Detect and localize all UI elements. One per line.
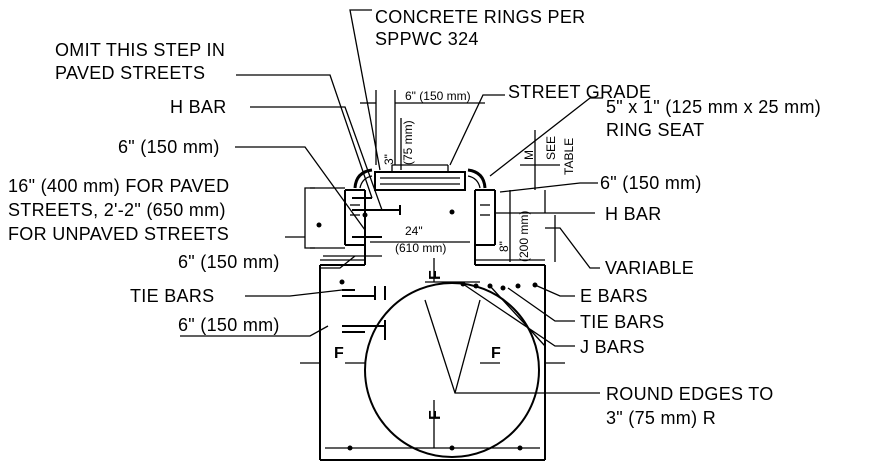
dim-8in: 8"	[497, 241, 511, 252]
round-edges-dim: 3" (75 mm) R	[606, 408, 716, 428]
street-grade-label: STREET GRADE	[508, 82, 651, 102]
f-right-label: F	[491, 345, 501, 362]
leader-lines	[180, 9, 603, 448]
dim-m: M	[522, 150, 536, 160]
dim-6in-top: 6" (150 mm)	[405, 89, 471, 103]
variable-label: VARIABLE	[605, 258, 694, 278]
j-bars-label: J BARS	[580, 337, 645, 357]
dim-610mm: (610 mm)	[395, 241, 446, 255]
ring-seat-dim: 5" x 1" (125 mm x 25 mm)	[606, 97, 821, 117]
concrete-rings-label: CONCRETE RINGS PER	[375, 7, 585, 27]
dim-6in-left: 6" (150 mm)	[118, 137, 220, 157]
omit-step-label: OMIT THIS STEP IN	[55, 40, 225, 60]
tie-bars-left-label: TIE BARS	[130, 286, 214, 306]
f-top-label: F	[427, 270, 444, 280]
ring-seat-label: RING SEAT	[606, 120, 704, 140]
see-label: SEE	[544, 136, 558, 160]
structure-outline	[316, 164, 546, 461]
omit-step-label-2: PAVED STREETS	[55, 63, 205, 83]
dim-75mm: (75 mm)	[401, 120, 415, 165]
dim-6in-low: 6" (150 mm)	[178, 315, 280, 335]
h-bar-right-label: H BAR	[605, 204, 662, 224]
table-label: TABLE	[562, 138, 576, 175]
dim-6in-right: 6" (150 mm)	[600, 173, 702, 193]
paved-depth-label-3: FOR UNPAVED STREETS	[8, 224, 229, 244]
h-bar-left-label: H BAR	[170, 97, 227, 117]
paved-depth-label-2: STREETS, 2'-2" (650 mm)	[8, 200, 226, 220]
f-left-label: F	[334, 345, 344, 362]
e-bars-label: E BARS	[580, 286, 648, 306]
round-edges-label: ROUND EDGES TO	[606, 384, 774, 404]
concrete-rings-spec: SPPWC 324	[375, 29, 479, 49]
dim-24in: 24"	[405, 224, 423, 238]
f-bottom-label: F	[427, 410, 444, 420]
paved-depth-label-1: 16" (400 mm) FOR PAVED	[8, 176, 229, 196]
dim-3in: 3"	[382, 154, 396, 165]
dim-200mm: (200 mm)	[517, 211, 531, 262]
tie-bars-right-label: TIE BARS	[580, 312, 664, 332]
dim-6in-mid: 6" (150 mm)	[178, 252, 280, 272]
